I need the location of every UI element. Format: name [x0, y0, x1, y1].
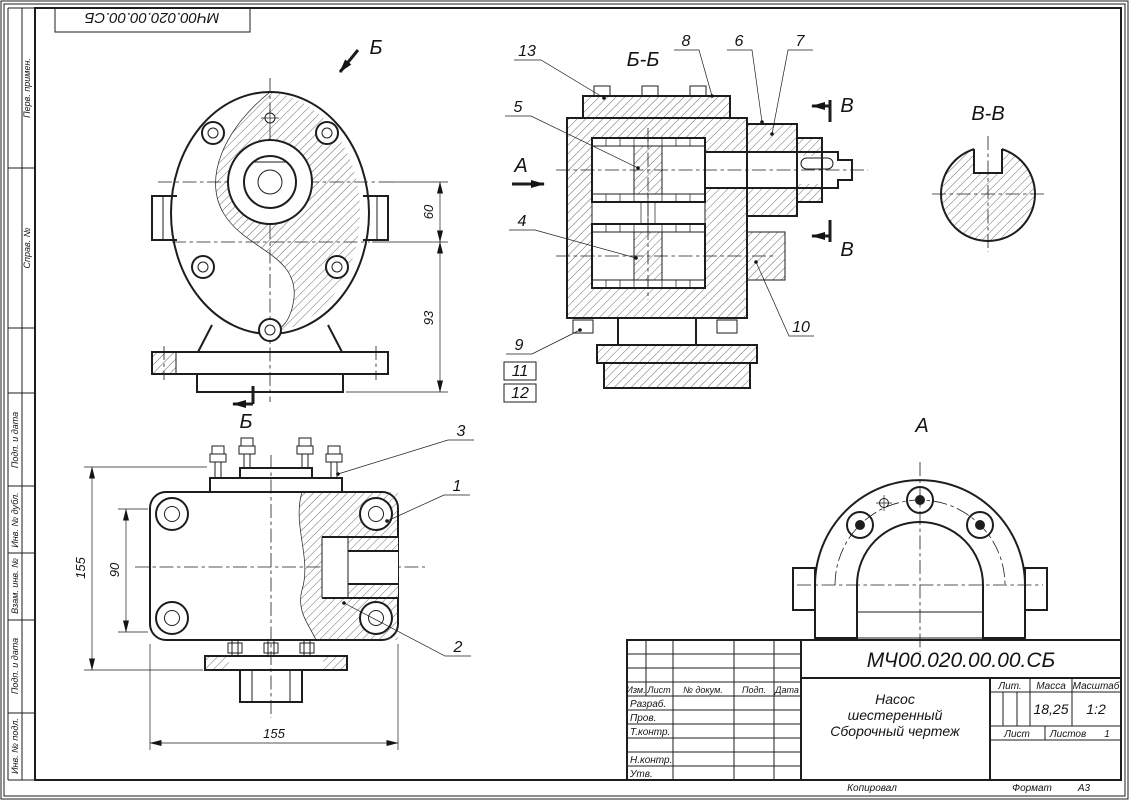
tb-mass-label: Масса: [1036, 681, 1066, 692]
dim-90: 90: [107, 562, 122, 577]
tb-col-dokum: № докум.: [683, 685, 723, 695]
section-mark-v: В В: [811, 95, 854, 261]
bearing-boss: [746, 123, 823, 281]
section-mark-b: Б Б: [232, 37, 383, 433]
section-vv-title: В-В: [971, 103, 1004, 125]
tb-role-tkontr: Т.контр.: [630, 727, 670, 738]
callout-9: 9: [515, 337, 524, 354]
tb-sheets-value: 1: [1104, 729, 1110, 740]
margin-label-sprav-no: Справ. №: [22, 227, 32, 268]
tb-scale-value: 1:2: [1086, 701, 1106, 717]
margin-label-inv-dubl: Инв. № дубл.: [10, 492, 20, 547]
side-view: 3 1 2 155 90 155: [73, 423, 474, 750]
margin-label-podp-data-1: Подп. и дата: [10, 412, 20, 468]
callout-11: 11: [512, 363, 529, 380]
tb-col-list: Лист: [646, 685, 671, 695]
callout-6: 6: [735, 33, 744, 50]
section-bb-title: Б-Б: [627, 49, 660, 71]
section-letter-b-bottom: Б: [239, 411, 252, 433]
section-bb-view: Б-Б: [503, 33, 868, 403]
dim-93: 93: [421, 310, 436, 325]
margin-label-podp-data-2: Подп. и дата: [10, 638, 20, 694]
view-a: А: [792, 415, 1048, 652]
kopiroval-label: Копировал: [847, 783, 897, 794]
callout-2: 2: [453, 639, 463, 656]
dim-155-left: 155: [73, 556, 88, 578]
margin-label-perv-primen: Перв. примен.: [22, 58, 32, 118]
shaft-end: [243, 155, 297, 209]
section-letter-v-bottom: В: [840, 239, 853, 261]
format-value: А3: [1077, 783, 1091, 794]
callout-3: 3: [457, 423, 466, 440]
callout-1: 1: [453, 478, 462, 495]
callout-12: 12: [511, 385, 529, 402]
section-letter-b-top: Б: [369, 37, 382, 59]
drive-shaft: [705, 151, 853, 189]
bottom-mount: [204, 640, 348, 703]
left-margin-column: Перв. примен. Справ. № Подп. и дата Инв.…: [7, 7, 35, 781]
tb-role-nkontr: Н.контр.: [630, 755, 672, 766]
tb-lit-label: Лит.: [997, 681, 1021, 692]
corner-bolt-holes: [155, 497, 393, 635]
callout-13: 13: [518, 43, 536, 60]
tb-role-prov: Пров.: [630, 713, 656, 724]
tb-sheets-label: Листов: [1049, 729, 1086, 740]
tb-col-data: Дата: [774, 685, 799, 695]
tb-sheet-label: Лист: [1003, 729, 1030, 740]
mounting-foot: [151, 324, 389, 393]
dim-60: 60: [421, 204, 436, 219]
margin-label-vzam-inv: Взам. инв. №: [10, 558, 20, 614]
bolt-holes: [191, 109, 349, 342]
arch-bolts: [846, 486, 994, 539]
bottom-margin: Копировал Формат А3: [847, 783, 1090, 794]
top-stamp: МЧ00.020.00.00.СБ: [54, 7, 251, 33]
tb-role-razrab: Разраб.: [630, 698, 666, 710]
tb-name-3: Сборочный чертеж: [830, 723, 961, 739]
view-a-title: А: [914, 415, 928, 437]
callout-7: 7: [796, 33, 806, 50]
front-view: Б Б 60 93: [151, 37, 448, 433]
view-letter-a: А: [513, 155, 527, 177]
top-cover-side: [209, 437, 343, 493]
callouts-bb: 13 5 4 8 6 7 10 9 11 12: [503, 33, 814, 403]
callout-10: 10: [792, 319, 810, 336]
bottom-flange: [572, 318, 758, 389]
callouts-side: 3 1 2: [336, 423, 474, 657]
tb-name-1: Насос: [875, 691, 915, 707]
tb-doc-number: МЧ00.020.00.00.СБ: [867, 649, 1055, 672]
tb-name-2: шестеренный: [848, 707, 943, 723]
tb-scale-label: Масштаб: [1073, 680, 1120, 692]
tb-col-podp: Подп.: [742, 685, 766, 695]
callout-8: 8: [682, 33, 691, 50]
front-dimensions: 60 93: [346, 181, 448, 393]
tb-mass-value: 18,25: [1033, 701, 1068, 717]
view-arrow-a: А: [512, 155, 545, 188]
margin-label-inv-podl: Инв. № подл.: [10, 718, 20, 774]
format-label: Формат: [1012, 783, 1052, 794]
top-cover: [582, 85, 731, 119]
callout-5: 5: [514, 99, 523, 116]
tb-role-utv: Утв.: [629, 769, 653, 780]
side-dimensions: 155 90 155: [73, 466, 399, 750]
section-letter-v-top: В: [840, 95, 853, 117]
side-ports: [151, 195, 389, 241]
title-block: МЧ00.020.00.00.СБ Насос шестеренный Сбор…: [626, 639, 1122, 781]
callout-4: 4: [518, 213, 527, 230]
tb-col-izm: Изм.: [626, 685, 645, 695]
stamp-doc-number: МЧ00.020.00.00.СБ: [84, 9, 219, 26]
section-vv-view: В-В: [932, 103, 1044, 252]
dim-155-bottom: 155: [263, 726, 285, 741]
